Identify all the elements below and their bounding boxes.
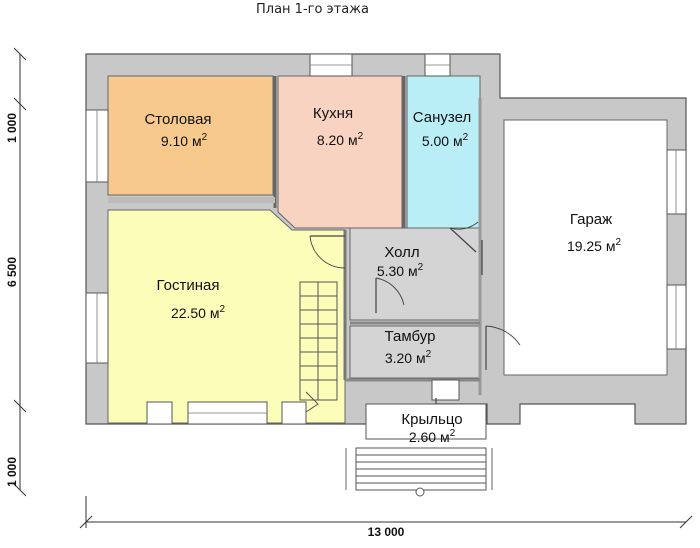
area-kryltso: 2.60 м2 xyxy=(409,428,456,445)
dimension-lines xyxy=(13,47,693,529)
label-garazh: Гараж xyxy=(570,211,612,228)
doors xyxy=(309,221,521,416)
dim-left-top: 1 000 xyxy=(5,113,19,143)
area-holl: 5.30 м2 xyxy=(377,262,424,279)
label-kuhnya: Кухня xyxy=(313,105,353,122)
label-gostinaya: Гостиная xyxy=(157,277,220,294)
label-sanuzel: Санузел xyxy=(413,109,471,126)
area-sanuzel: 5.00 м2 xyxy=(422,132,469,149)
room-stolovaya xyxy=(107,75,274,196)
area-garazh: 19.25 м2 xyxy=(567,237,622,254)
dim-left-bottom: 1 000 xyxy=(5,457,19,487)
plan-title: План 1-го этажа xyxy=(256,2,369,17)
room-garazh xyxy=(503,119,668,376)
label-tambur: Тамбур xyxy=(385,328,436,345)
dim-total-width: 13 000 xyxy=(368,525,405,539)
room-sanuzel xyxy=(406,75,481,229)
room-kuhnya xyxy=(277,75,403,229)
area-stolovaya: 9.10 м2 xyxy=(161,132,208,149)
dim-left-middle: 6 500 xyxy=(5,257,19,287)
windows xyxy=(85,53,687,425)
staircase xyxy=(299,281,338,413)
area-tambur: 3.20 м2 xyxy=(385,349,432,366)
area-kuhnya: 8.20 м2 xyxy=(317,131,364,148)
label-kryltso: Крыльцо xyxy=(401,411,462,428)
label-stolovaya: Столовая xyxy=(144,111,211,128)
porch xyxy=(345,403,493,497)
area-gostinaya: 22.50 м2 xyxy=(171,304,226,321)
label-holl: Холл xyxy=(384,244,419,261)
